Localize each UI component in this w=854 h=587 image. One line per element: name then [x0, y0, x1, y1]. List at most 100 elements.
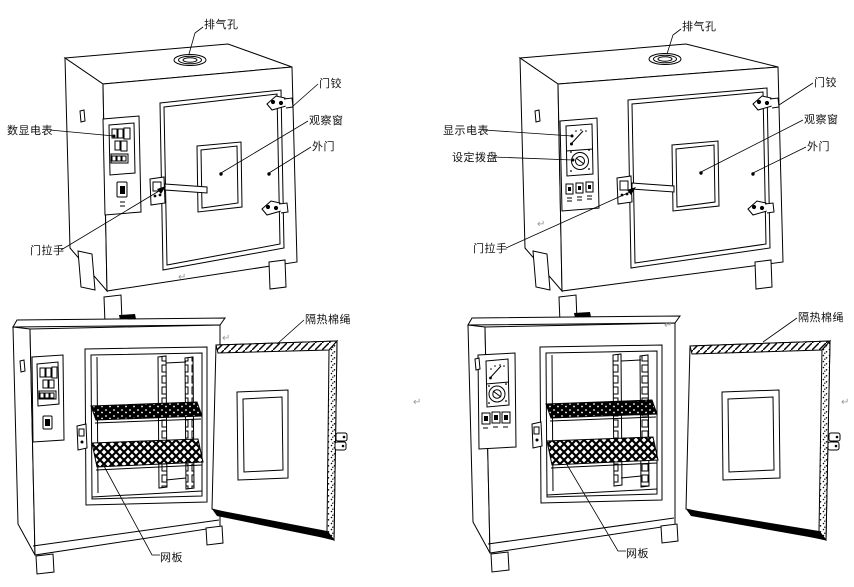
- label-door-handle: 门拉手: [473, 241, 508, 255]
- callouts-bottom-left: 隔热棉绳 网板: [103, 312, 351, 564]
- outer-door: [627, 87, 771, 269]
- hinge-pin: [335, 432, 348, 442]
- leader-outer-door: [268, 146, 312, 174]
- mesh-shelf: [546, 436, 659, 466]
- leader-observation-window: [700, 119, 804, 173]
- shelf-rack-right: [639, 354, 650, 488]
- leader-observation-window: [220, 120, 309, 174]
- setting-dial: [570, 149, 590, 172]
- label-exhaust-port: 排气孔: [682, 19, 717, 33]
- digital-control-panel: [31, 354, 65, 443]
- rocker-switches: [565, 181, 594, 202]
- label-observation-window: 观察窗: [309, 113, 344, 127]
- leader-insulation-rope: [762, 317, 798, 343]
- power-switch: [116, 181, 128, 198]
- open-door: [211, 339, 348, 542]
- leg: [77, 250, 96, 291]
- observation-window: [196, 141, 243, 213]
- leader-mesh-shelf: [103, 465, 160, 556]
- door-bottom-edge: [212, 509, 334, 540]
- exhaust-vent: [648, 53, 682, 65]
- leader-door-hinge: [291, 83, 319, 108]
- leader-exhaust-port: [188, 26, 204, 55]
- door-frame-inner: [545, 350, 658, 498]
- leader-display-meter: [483, 129, 573, 137]
- shelf-rack-left: [612, 353, 623, 487]
- analog-control-panel: [477, 352, 517, 450]
- upper-shelf: [90, 401, 203, 421]
- callouts-top-left: 排气孔 门铰 观察窗 外门 数显电表 门拉手: [7, 17, 344, 257]
- paragraph-mark: ↵: [841, 397, 849, 408]
- oven-open-analog-view: ↵ ↵ 隔热棉绳 网板: [467, 310, 849, 573]
- hinge-pin: [828, 432, 841, 442]
- leader-door-hinge: [778, 82, 814, 106]
- mesh-shelf: [91, 438, 204, 468]
- door-latch: [76, 423, 88, 451]
- oven-interior: [545, 353, 659, 496]
- leader-door-handle: [505, 191, 631, 249]
- setting-dial: [488, 383, 507, 404]
- paragraph-mark: ↵: [664, 320, 672, 331]
- base-edge: [32, 519, 220, 547]
- leg: [532, 250, 551, 291]
- label-mesh-shelf: 网板: [160, 550, 183, 564]
- leader-exhaust-port: [666, 28, 682, 55]
- base-edge: [487, 517, 675, 545]
- oven-open-digital-view: ↵ ↵ 隔热棉绳 网板: [12, 312, 421, 575]
- callouts-bottom-right: 隔热棉绳 网板: [565, 310, 844, 560]
- leg: [490, 551, 510, 573]
- label-setting-dial: 设定拨盘: [452, 150, 498, 164]
- paragraph-mark: ↵: [413, 397, 421, 408]
- analog-meter: [489, 364, 505, 380]
- observation-window: [671, 140, 720, 212]
- label-door-hinge: 门铰: [319, 76, 342, 90]
- door-inner-window: [721, 389, 781, 481]
- leg: [205, 525, 224, 546]
- side-slot: [19, 359, 26, 373]
- outer-door: [159, 89, 285, 271]
- side-slot: [79, 109, 86, 123]
- leader-arrowhead: [157, 186, 166, 194]
- side-slot: [534, 109, 541, 123]
- upper-shelf: [545, 399, 658, 419]
- label-door-hinge: 门铰: [814, 75, 837, 89]
- open-door: [685, 339, 841, 542]
- door-latch: [531, 421, 543, 449]
- insulation-rope-side: [326, 339, 338, 542]
- label-door-handle: 门拉手: [30, 243, 65, 257]
- paragraph-mark: ↵: [222, 333, 230, 344]
- leader-outer-door: [752, 146, 807, 174]
- digital-control-panel: [102, 115, 142, 216]
- leg: [35, 553, 55, 575]
- label-insulation-rope: 隔热棉绳: [798, 310, 844, 324]
- leader-digital-meter: [49, 129, 115, 137]
- leg: [268, 259, 287, 290]
- shelf-rack-left: [157, 355, 168, 489]
- leg: [660, 523, 679, 544]
- oven-closed-digital-view: ↵ 排气孔 门铰 观察窗 外门 数显电表 门拉手: [7, 17, 344, 324]
- exhaust-vent: [173, 54, 207, 66]
- door-frame-inner: [90, 352, 203, 500]
- door-bottom-edge: [686, 509, 826, 540]
- label-observation-window: 观察窗: [804, 112, 839, 126]
- leader-setting-dial: [492, 156, 574, 161]
- label-exhaust-port: 排气孔: [204, 17, 239, 31]
- leader-insulation-rope: [276, 319, 305, 345]
- label-outer-door: 外门: [807, 139, 830, 153]
- oven-closed-analog-view: ↵ 排气孔 门铰 观察窗 外门 显示电表 设定拨盘 门拉手: [443, 19, 839, 324]
- paragraph-mark: ↵: [178, 272, 186, 283]
- label-outer-door: 外门: [312, 139, 335, 153]
- analog-control-panel: [559, 117, 600, 212]
- leader-door-handle: [60, 190, 160, 251]
- leader-arrowhead: [627, 187, 636, 195]
- callouts-top-right: 排气孔 门铰 观察窗 外门 显示电表 设定拨盘 门拉手: [443, 19, 839, 255]
- paragraph-mark: ↵: [537, 219, 545, 230]
- leader-mesh-shelf: [565, 462, 626, 552]
- label-insulation-rope: 隔热棉绳: [305, 312, 351, 326]
- label-digital-meter: 数显电表: [7, 123, 53, 137]
- hinge-pin: [827, 441, 840, 451]
- side-slot: [474, 357, 481, 371]
- label-display-meter: 显示电表: [443, 123, 489, 137]
